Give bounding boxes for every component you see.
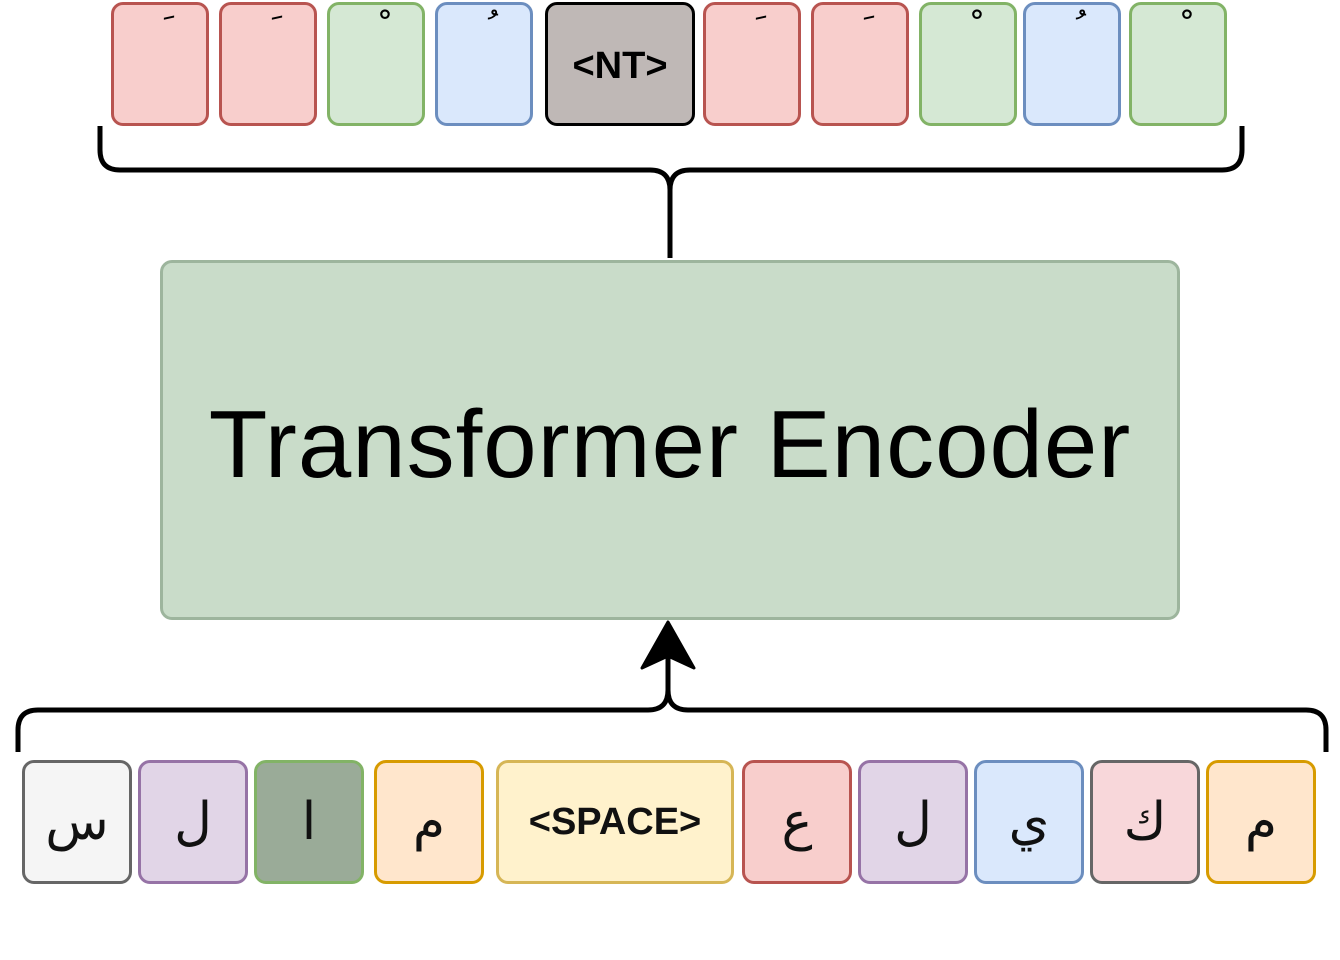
input-token: ا <box>254 760 364 884</box>
input-token: م <box>1206 760 1316 884</box>
output-token-nt: <NT> <box>545 2 695 126</box>
output-token: َ <box>111 2 209 126</box>
transformer-encoder-block: Transformer Encoder <box>160 260 1180 620</box>
input-token: ك <box>1090 760 1200 884</box>
input-token-label: <SPACE> <box>528 800 702 843</box>
input-token: ي <box>974 760 1084 884</box>
input-token-label: ا <box>301 792 317 852</box>
output-token: ُ <box>1023 2 1121 126</box>
output-token: ْ <box>1129 2 1227 126</box>
output-token: ْ <box>919 2 1017 126</box>
output-token-label: <NT> <box>572 45 668 87</box>
input-token: م <box>374 760 484 884</box>
input-token-label: م <box>412 792 446 852</box>
input-token: ع <box>742 760 852 884</box>
input-token-label: س <box>45 792 109 852</box>
input-token-label: ل <box>894 792 932 852</box>
input-token-space: <SPACE> <box>496 760 734 884</box>
input-token-label: ك <box>1123 792 1167 852</box>
encoder-label: Transformer Encoder <box>208 391 1132 498</box>
input-token: ل <box>138 760 248 884</box>
input-brace <box>15 650 1329 752</box>
input-token: ل <box>858 760 968 884</box>
input-token-label: ي <box>1008 792 1050 852</box>
output-token: َ <box>703 2 801 126</box>
input-arrowhead <box>640 620 696 670</box>
output-token: َ <box>811 2 909 126</box>
input-token: س <box>22 760 132 884</box>
output-token: َ <box>219 2 317 126</box>
input-token-label: ع <box>781 792 813 852</box>
input-token-label: م <box>1244 792 1278 852</box>
input-token-label: ل <box>174 792 212 852</box>
output-brace <box>97 126 1245 258</box>
output-token: ُ <box>435 2 533 126</box>
output-token: ْ <box>327 2 425 126</box>
